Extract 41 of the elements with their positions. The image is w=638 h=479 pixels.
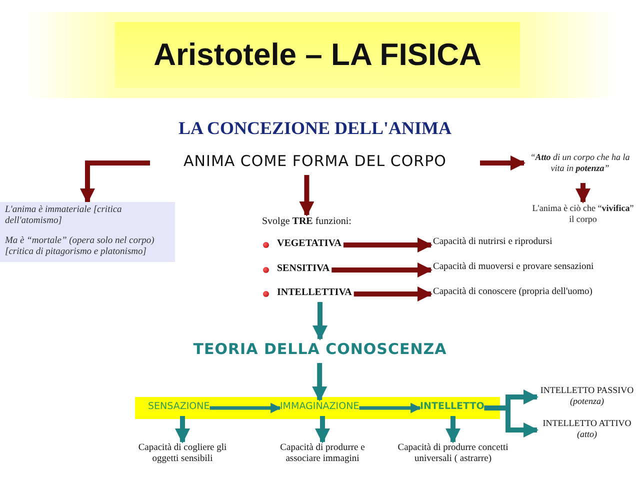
note-text: L'anima è ciò che “vivifica” il corpo <box>531 203 635 225</box>
arrow <box>343 238 432 252</box>
note-text: L'anima è immateriale [critica dell'atomismo] <box>5 205 123 228</box>
arrow <box>480 156 526 170</box>
quote-text: “Atto di un corpo che ha la vita in potenza” <box>529 152 631 174</box>
intellect-label: INTELLETTO PASSIVO <box>539 385 635 396</box>
stage-label: IMMAGINAZIONE <box>280 401 360 412</box>
stage-label: SENSAZIONE <box>148 401 210 412</box>
function-label: INTELLETTIVA <box>277 287 352 299</box>
description-text: Capacità di nutrirsi e riprodursi <box>433 237 552 248</box>
description-text: Capacità di produrre e associare immagini <box>279 443 366 466</box>
heading-text: ANIMA COME FORMA DEL CORPO <box>182 152 448 170</box>
arrow <box>312 302 328 340</box>
arrow <box>484 406 538 438</box>
arrow <box>576 183 590 204</box>
arrow <box>210 402 282 414</box>
section-heading: TEORIA DELLA CONOSCENZA <box>192 340 448 358</box>
arrow <box>359 402 422 414</box>
arrow <box>332 262 432 278</box>
stage-label: INTELLETTO <box>420 401 484 412</box>
arrow <box>299 175 314 216</box>
description-text: Capacità di cogliere gli oggetti sensibili <box>137 443 228 466</box>
description-text: Capacità di muoversi e provare sensazioni <box>433 262 594 274</box>
function-label: SENSITIVA <box>277 263 330 275</box>
title: Aristotele – LA FISICA <box>115 22 520 88</box>
arrow <box>354 286 432 302</box>
note-text: Ma è “mortale” (opera solo nel corpo) [critica di pitagorismo e platonismo] <box>5 236 156 259</box>
arrow <box>80 160 150 204</box>
subtitle: LA CONCEZIONE DELL'ANIMA <box>177 118 453 139</box>
intellect-label: (atto) <box>576 428 598 440</box>
intro-text: Svolge TRE funzioni: <box>262 216 352 228</box>
arrow <box>446 416 460 444</box>
note-box <box>0 202 175 262</box>
intellect-label: (potenza) <box>569 396 605 407</box>
description-text: Capacità di produrre concetti universali ( astrarre) <box>396 443 510 466</box>
arrow <box>175 416 190 444</box>
function-label: VEGETATIVA <box>277 238 342 250</box>
arrow <box>315 416 330 444</box>
description-text: Capacità di conoscere (propria dell'uomo) <box>433 287 592 298</box>
intellect-label: INTELLETTO ATTIVO <box>542 418 632 429</box>
arrow <box>312 363 328 402</box>
